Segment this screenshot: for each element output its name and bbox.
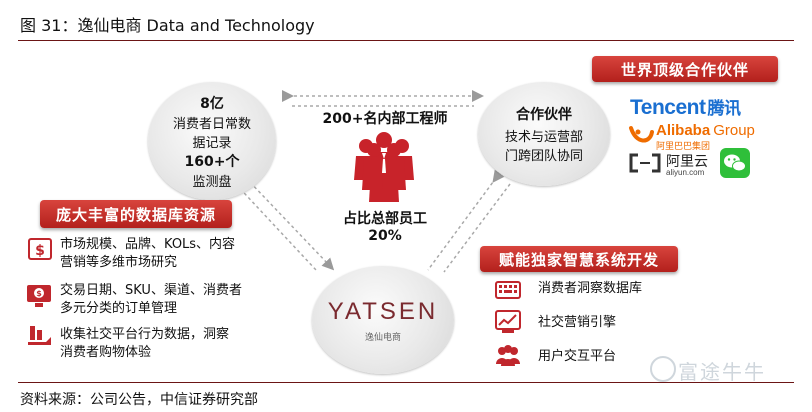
hand-data-icon — [26, 322, 54, 350]
monitor-count: 160+个 — [184, 153, 240, 170]
source-footer: 资料来源：公司公告，中信证券研究部 — [20, 392, 258, 408]
partners-line-2: 门跨团队协同 — [504, 149, 583, 164]
aliyun-cn: 阿里云 — [666, 154, 708, 170]
wechat-icon — [720, 148, 750, 178]
engineers-text: 200+名内部工程师 — [322, 111, 448, 127]
alibaba-logo-cn: 阿里巴巴集团 — [656, 142, 711, 152]
arrow-left-1 — [245, 177, 335, 271]
database-item-2-line2: 多元分类的订单管理 — [60, 301, 178, 316]
database-item-2: 交易日期、SKU、渠道、消费者 多元分类的订单管理 — [60, 282, 242, 318]
arrow-right-2 — [443, 183, 511, 273]
watermark-text: 富途牛牛 — [678, 360, 766, 384]
partners-heading: 合作伙伴 — [516, 107, 572, 123]
alibaba-logo-text: Alibaba — [656, 122, 711, 139]
alibaba-group-text: Group — [713, 122, 755, 139]
data-records-bubble: 8亿 消费者日常数 据记录 160+个 监测盘 — [148, 82, 276, 200]
smart-system-ribbon: 赋能独家智慧系统开发 — [480, 246, 678, 272]
database-item-3-line1: 收集社交平台行为数据，洞察 — [60, 327, 230, 342]
bottom-rule — [18, 382, 794, 383]
arrow-left-2 — [231, 179, 317, 271]
database-item-1-line2: 营销等多维市场研究 — [60, 255, 178, 270]
ratio-value: 20% — [368, 228, 402, 244]
smart-item-3: 用户交互平台 — [538, 349, 617, 364]
database-item-1-line1: 市场规模、品牌、KOLs、内容 — [60, 237, 236, 252]
records-label-2: 据记录 — [192, 135, 232, 151]
database-keyboard-icon — [494, 276, 522, 304]
watermark-logo-icon — [650, 356, 676, 382]
tencent-logo-text: Tencent — [630, 96, 706, 119]
smart-item-1: 消费者洞察数据库 — [538, 281, 643, 296]
top-rule — [18, 40, 794, 41]
database-item-2-line1: 交易日期、SKU、渠道、消费者 — [60, 283, 242, 298]
yatsen-logo: YATSEN — [327, 297, 439, 325]
yatsen-subtitle: 逸仙电商 — [364, 332, 401, 343]
users-group-icon — [494, 342, 522, 370]
smart-item-2: 社交营销引擎 — [538, 315, 617, 330]
records-count: 8亿 — [200, 95, 224, 112]
order-monitor-icon: $ — [26, 282, 54, 310]
aliyun-url: aliyun.com — [666, 168, 705, 177]
database-ribbon: 庞大丰富的数据库资源 — [40, 200, 232, 228]
team-people-icon — [354, 132, 414, 202]
database-item-1: 市场规模、品牌、KOLs、内容 营销等多维市场研究 — [60, 236, 235, 272]
partners-line-1: 技术与运营部 — [504, 130, 583, 145]
partners-bubble: 合作伙伴 技术与运营部 门跨团队协同 — [478, 82, 610, 186]
monitor-label: 监测盘 — [192, 174, 232, 190]
partners-ribbon: 世界顶级合作伙伴 — [592, 56, 778, 82]
svg-text:$: $ — [35, 243, 45, 259]
marketing-chart-icon — [494, 308, 522, 336]
database-item-3-line2: 消费者购物体验 — [60, 345, 152, 360]
alibaba-smile-icon — [628, 122, 654, 146]
arrow-right-1 — [427, 169, 505, 271]
svg-text:$: $ — [36, 289, 42, 298]
figure-title: 图 31：逸仙电商 Data and Technology — [20, 16, 315, 35]
aliyun-icon — [628, 152, 662, 174]
yatsen-bubble: YATSEN 逸仙电商 — [312, 266, 454, 374]
records-label-1: 消费者日常数 — [172, 116, 251, 132]
tencent-logo-cn: 腾讯 — [707, 99, 741, 118]
database-item-3: 收集社交平台行为数据，洞察 消费者购物体验 — [60, 326, 229, 362]
ratio-label: 占比总部员工 — [343, 211, 427, 227]
dollar-chart-icon: $ — [26, 236, 54, 264]
